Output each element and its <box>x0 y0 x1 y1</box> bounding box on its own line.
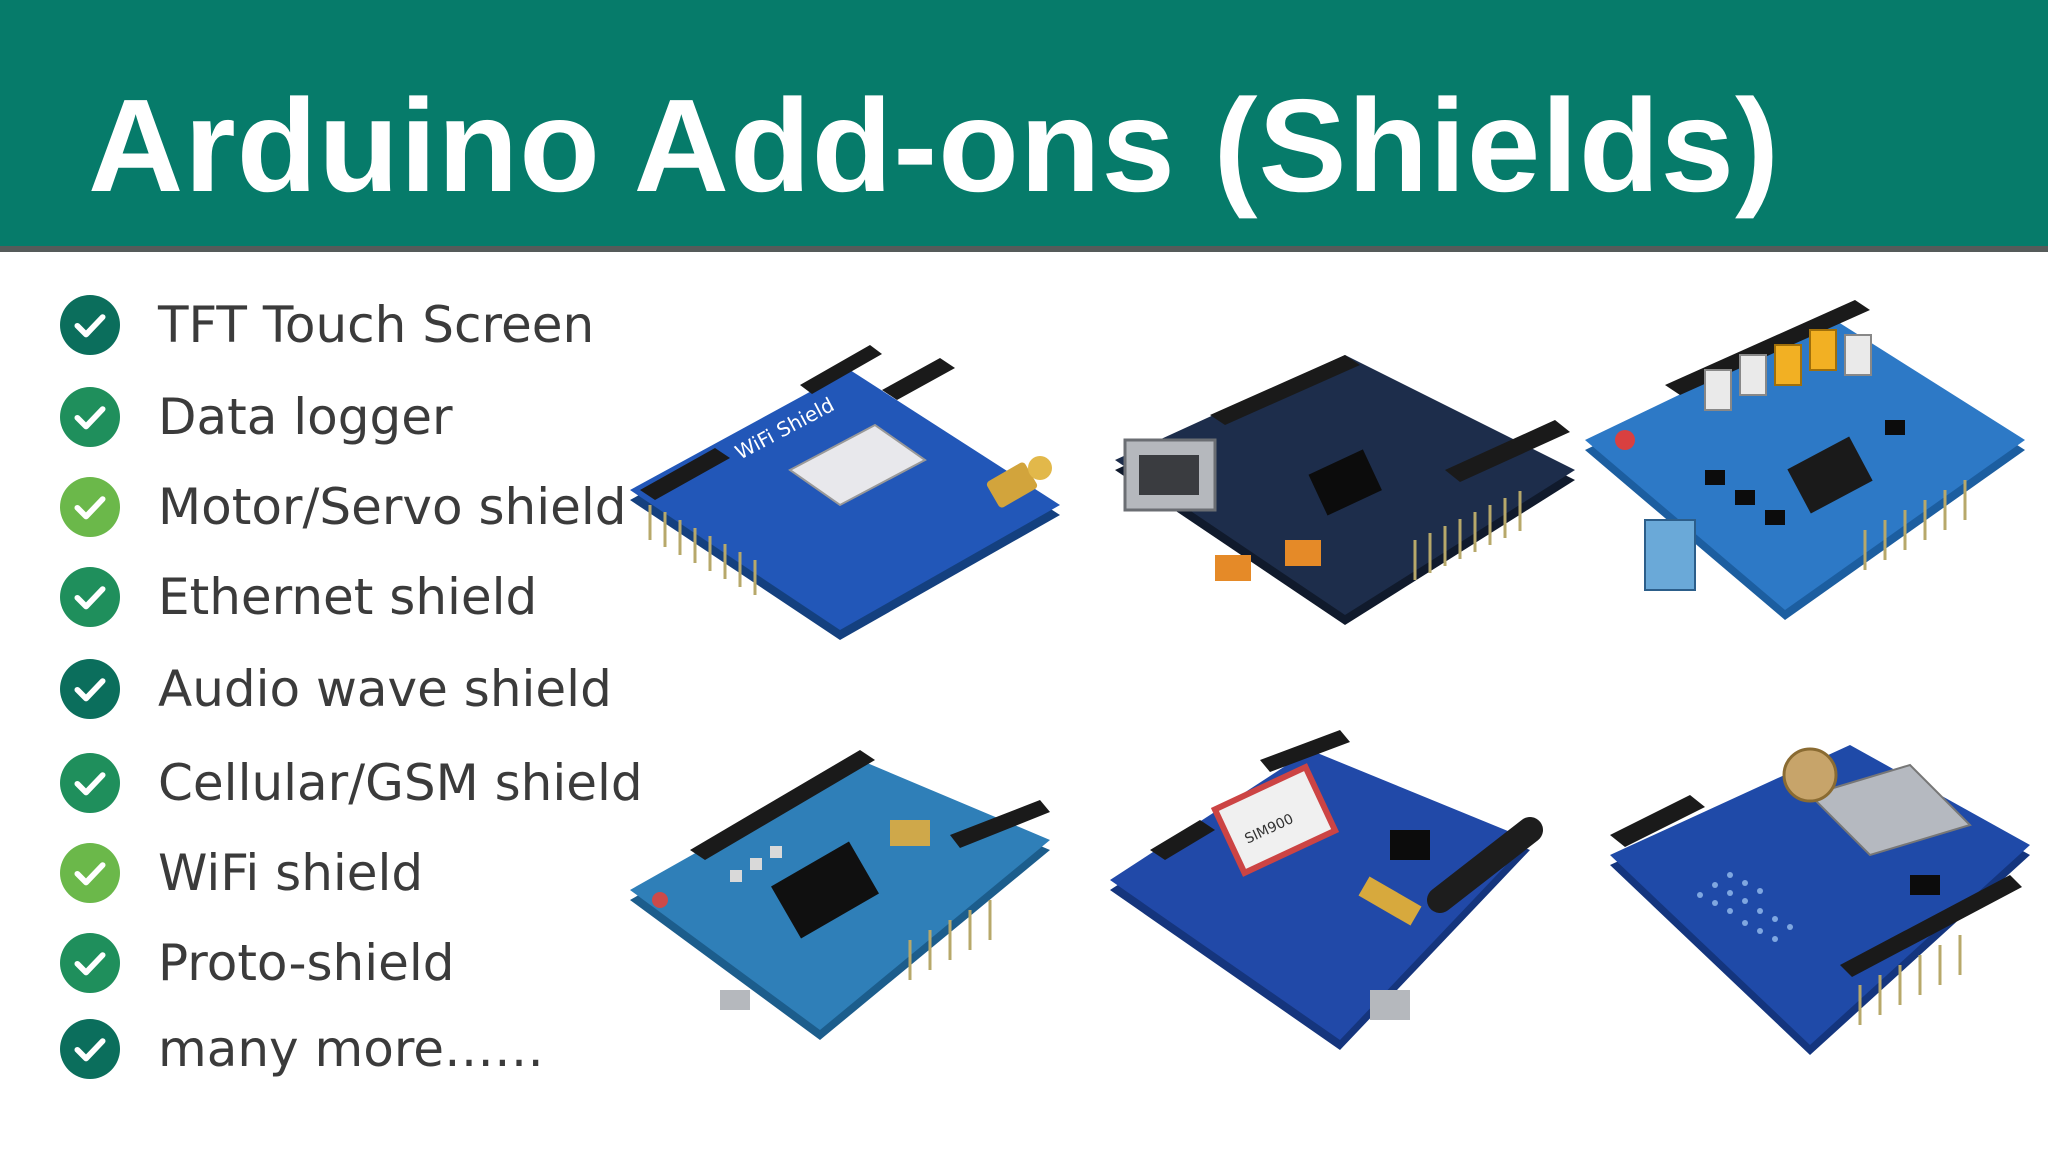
check-circle-icon <box>60 387 120 447</box>
data-logger-shield-board-photo <box>1610 735 2030 1075</box>
list-item: Cellular/GSM shield <box>60 748 643 818</box>
list-item-label: many more…… <box>158 1020 545 1078</box>
check-circle-icon <box>60 295 120 355</box>
list-item: Proto-shield <box>60 928 455 998</box>
check-circle-icon <box>60 843 120 903</box>
check-circle-icon <box>60 567 120 627</box>
check-circle-icon <box>60 933 120 993</box>
list-item-label: Audio wave shield <box>158 660 612 718</box>
motor-shield-board-photo <box>1585 300 2025 640</box>
list-item: Ethernet shield <box>60 562 537 632</box>
check-circle-icon <box>60 753 120 813</box>
list-item-label: Motor/Servo shield <box>158 478 627 536</box>
list-item: Audio wave shield <box>60 654 612 724</box>
wifi-shield-board-photo: WiFi Shield <box>620 340 1080 650</box>
arduino-wifi-shield-board-photo <box>630 740 1070 1060</box>
list-item: TFT Touch Screen <box>60 290 594 360</box>
list-item-label: Ethernet shield <box>158 568 538 626</box>
list-item: WiFi shield <box>60 838 423 908</box>
gsm-shield-board-photo: SIM900 <box>1110 730 1580 1070</box>
slide-title: Arduino Add-ons (Shields) <box>88 72 1780 219</box>
check-circle-icon <box>60 1019 120 1079</box>
list-item-label: Cellular/GSM shield <box>158 754 643 812</box>
title-banner: Arduino Add-ons (Shields) <box>0 0 2048 252</box>
list-item: many more…… <box>60 1014 544 1084</box>
shield-list: TFT Touch Screen Data logger Motor/Servo… <box>60 290 660 1110</box>
list-item-label: TFT Touch Screen <box>158 296 595 354</box>
list-item-label: Proto-shield <box>158 934 455 992</box>
list-item: Motor/Servo shield <box>60 472 626 542</box>
list-item-label: Data logger <box>158 388 453 446</box>
shield-photo-grid: WiFi Shield <box>620 280 2030 1130</box>
list-item: Data logger <box>60 382 453 452</box>
list-item-label: WiFi shield <box>158 844 424 902</box>
ethernet-shield-board-photo <box>1115 340 1575 650</box>
check-circle-icon <box>60 659 120 719</box>
check-circle-icon <box>60 477 120 537</box>
